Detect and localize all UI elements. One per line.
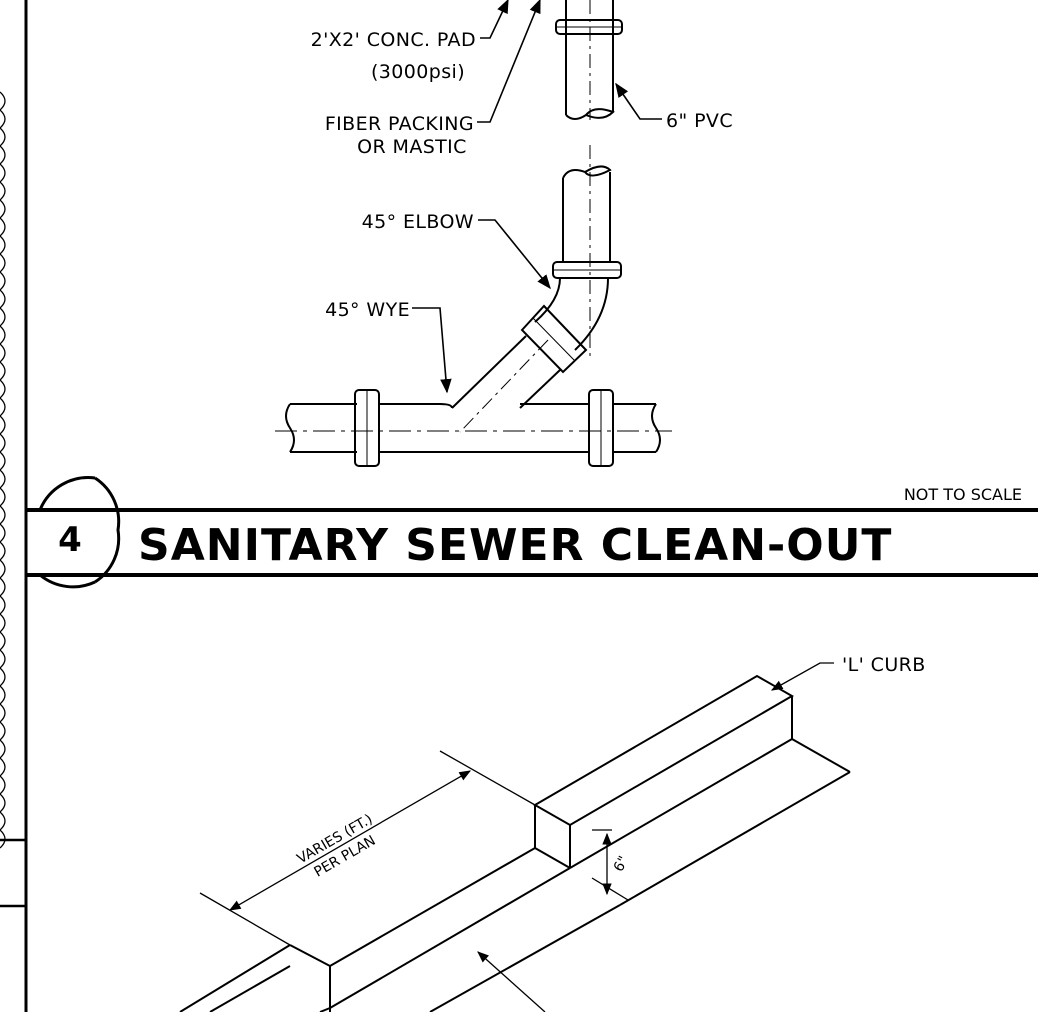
elbow-label: 45° ELBOW bbox=[362, 211, 474, 233]
wye-label: 45° WYE bbox=[325, 299, 410, 321]
conc-pad-psi-label: (3000psi) bbox=[371, 61, 465, 83]
detail-number: 4 bbox=[58, 520, 82, 560]
curb-dimensions bbox=[199, 662, 834, 1012]
riser-pipe bbox=[555, 0, 623, 120]
pvc-label: 6" PVC bbox=[666, 110, 733, 132]
revision-cloud bbox=[0, 91, 6, 849]
scale-note: NOT TO SCALE bbox=[904, 485, 1022, 504]
curb-label: 'L' CURB bbox=[842, 654, 926, 676]
detail-title: SANITARY SEWER CLEAN-OUT bbox=[138, 520, 892, 571]
conc-pad-label: 2'X2' CONC. PAD bbox=[311, 29, 476, 51]
top-detail-labels: 2'X2' CONC. PAD (3000psi) FIBER PACKING … bbox=[311, 29, 733, 321]
curb-height-dimension: 6" bbox=[611, 854, 632, 875]
clean-out-fittings bbox=[275, 145, 672, 467]
curb-isometric bbox=[179, 674, 851, 1012]
detail-title-bar: 4 SANITARY SEWER CLEAN-OUT NOT TO SCALE bbox=[26, 476, 1038, 589]
sheet-border-left bbox=[0, 0, 28, 1012]
curb-labels: 'L' CURB VARIES (FT.) PER PLAN 6" bbox=[294, 654, 926, 881]
fiber-packing-label: FIBER PACKING bbox=[325, 113, 474, 135]
leaders-top bbox=[412, 0, 662, 394]
fiber-packing-mastic-label: OR MASTIC bbox=[357, 136, 467, 158]
